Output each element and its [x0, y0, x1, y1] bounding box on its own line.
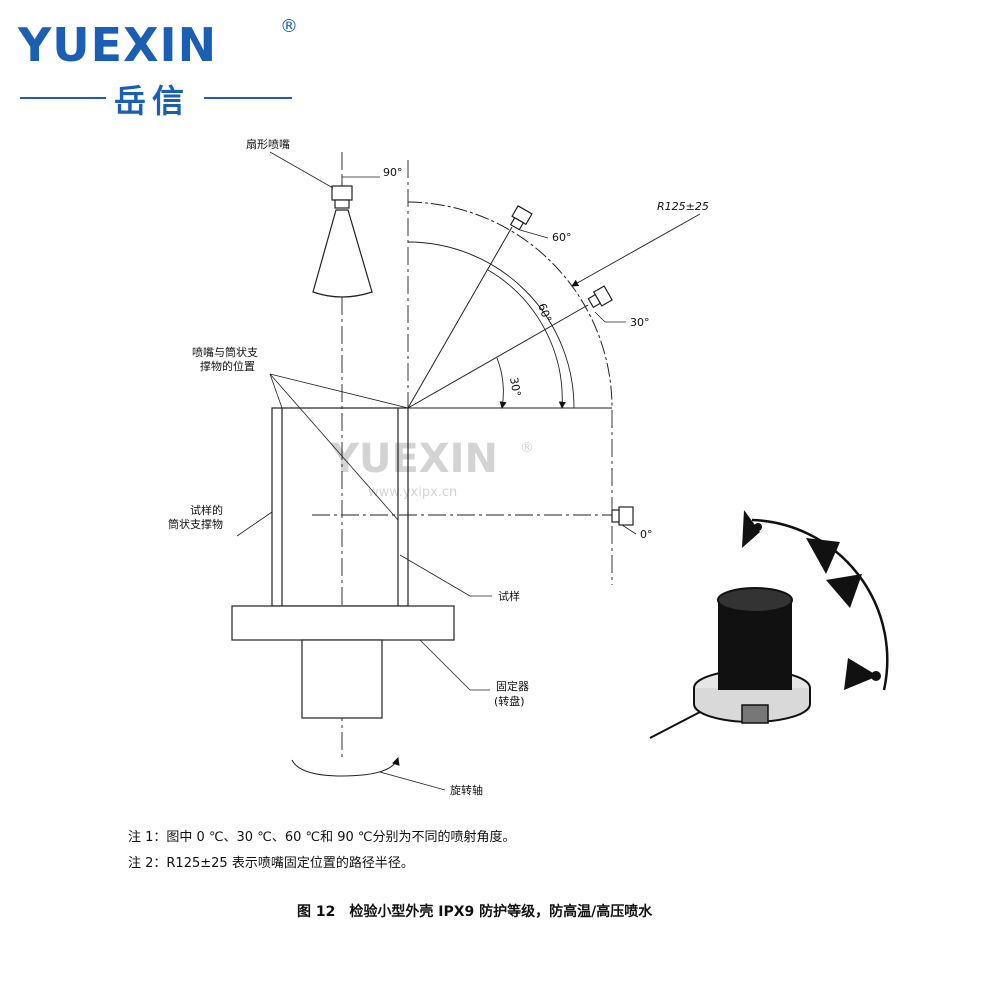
- nozzle-60-icon: [509, 205, 533, 231]
- arc-60-label: 60°: [535, 302, 554, 325]
- inner-path-arc: [407, 241, 575, 409]
- fixture-label-line2: (转盘): [494, 694, 525, 708]
- ray-30: [407, 304, 589, 409]
- fixture-label-line1: 固定器: [496, 679, 529, 693]
- note-2: 注 2：R125±25 表示喷嘴固定位置的路径半径。: [128, 856, 414, 871]
- nozzle-30-icon: [587, 285, 613, 309]
- logo-registered-mark: ®: [280, 16, 298, 37]
- watermark: YUEXIN ® www.yxipx.cn: [329, 436, 534, 500]
- nozzle-position-label-line1: 喷嘴与筒状支: [192, 345, 258, 359]
- sample-label: 试样: [498, 589, 520, 603]
- note-1: 注 1：图中 0 ℃、30 ℃、60 ℃和 90 ℃分别为不同的喷射角度。: [128, 830, 516, 845]
- angle-arc-60: [487, 269, 566, 409]
- angle-30-label: 30°: [630, 316, 650, 329]
- rotation-arrow: [291, 757, 400, 777]
- fan-nozzle-label: 扇形喷嘴: [246, 137, 290, 151]
- angle-90-label: 90°: [383, 166, 403, 179]
- nozzle-0-icon: [611, 506, 634, 526]
- angle-0-label: 0°: [640, 528, 653, 541]
- rotation-axis-label: 旋转轴: [450, 783, 483, 797]
- fixture-turntable: [231, 605, 455, 719]
- logo-wordmark: YUEXIN: [18, 18, 218, 72]
- nozzle-position-label-line2: 撑物的位置: [200, 359, 255, 373]
- watermark-url: www.yxipx.cn: [368, 485, 457, 500]
- watermark-registered-mark: ®: [520, 440, 534, 456]
- cylinder-support-label-line1: 试样的: [190, 503, 223, 517]
- cylinder-support-label-line2: 筒状支撑物: [168, 517, 223, 531]
- brand-logo: YUEXIN ® 岳信: [18, 10, 308, 120]
- ray-60: [407, 226, 513, 409]
- logo-right-rule: [204, 97, 292, 99]
- watermark-wordmark: YUEXIN: [329, 436, 498, 482]
- arc-30-label: 30°: [507, 376, 523, 397]
- logo-chinese-name: 岳信: [114, 82, 191, 120]
- nozzle-90-icon: [312, 185, 373, 298]
- angle-arc-30: [496, 357, 507, 409]
- figure-caption: 图 12 检验小型外壳 IPX9 防护等级，防高温/高压喷水: [297, 904, 653, 920]
- logo-left-rule: [20, 97, 106, 99]
- angle-60-label: 60°: [552, 231, 572, 244]
- radius-label: R125±25: [657, 200, 709, 213]
- test-setup-illustration: [649, 510, 889, 739]
